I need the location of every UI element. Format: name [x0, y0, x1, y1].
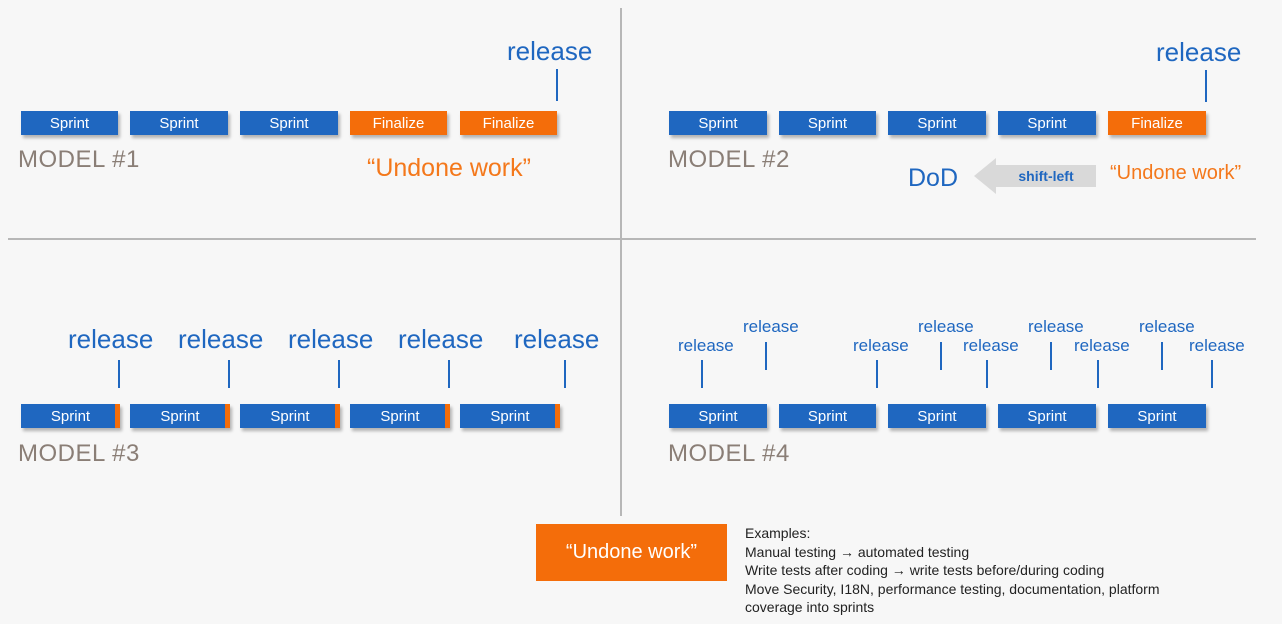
sprint-box: Sprint — [21, 404, 120, 428]
finalize-box: Finalize — [350, 111, 447, 135]
horizontal-divider — [8, 238, 1256, 240]
sprint-box: Sprint — [350, 404, 450, 428]
finalize-box: Finalize — [460, 111, 557, 135]
release-label: release — [743, 317, 799, 336]
sprint-box: Sprint — [888, 404, 986, 428]
release-label: release — [178, 324, 264, 354]
sprint-box: Sprint — [779, 111, 876, 135]
release-label: release — [68, 324, 154, 354]
sprint-box: Sprint — [130, 111, 228, 135]
sprint-box: Sprint — [130, 404, 230, 428]
release-tick — [338, 360, 340, 388]
shift-left-label: shift-left — [1018, 168, 1074, 184]
release-tick — [1097, 360, 1099, 388]
release-tick — [118, 360, 120, 388]
release-tick — [556, 69, 558, 101]
examples-heading: Examples: — [745, 525, 811, 541]
model-4-title: MODEL #4 — [668, 440, 790, 467]
model-2-title: MODEL #2 — [668, 146, 790, 173]
vertical-divider — [620, 8, 622, 516]
release-tick — [986, 360, 988, 388]
finalize-box: Finalize — [1108, 111, 1206, 135]
release-label: release — [853, 336, 909, 355]
model-3-title: MODEL #3 — [18, 440, 140, 467]
undone-work-box: “Undone work” — [536, 524, 727, 581]
shift-left-arrow: shift-left — [974, 158, 1096, 194]
release-label: release — [507, 36, 593, 66]
release-tick — [701, 360, 703, 388]
sprint-box: Sprint — [669, 404, 767, 428]
dod-label: DoD — [908, 164, 959, 192]
sprint-box: Sprint — [888, 111, 986, 135]
example-line: Write tests after coding → write tests b… — [745, 562, 1105, 578]
sprint-box: Sprint — [240, 404, 340, 428]
release-tick — [1205, 70, 1207, 102]
release-tick — [1211, 360, 1213, 388]
release-label: release — [1028, 317, 1084, 336]
release-label: release — [963, 336, 1019, 355]
release-tick — [1161, 342, 1163, 370]
release-label: release — [288, 324, 374, 354]
release-label: release — [398, 324, 484, 354]
example-line: coverage into sprints — [745, 599, 875, 615]
sprint-box: Sprint — [779, 404, 876, 428]
release-label: release — [1189, 336, 1245, 355]
example-line: Manual testing → automated testing — [745, 543, 970, 560]
release-tick — [940, 342, 942, 370]
release-tick — [765, 342, 767, 370]
release-tick — [228, 360, 230, 388]
undone-work-label: “Undone work” — [1110, 162, 1242, 184]
examples-list: Examples: Manual testing → automated tes… — [745, 524, 1160, 617]
release-label: release — [514, 324, 600, 354]
sprint-box: Sprint — [240, 111, 338, 135]
model-1-title: MODEL #1 — [18, 146, 140, 173]
undone-work-label: “Undone work” — [367, 154, 531, 182]
release-tick — [876, 360, 878, 388]
release-tick — [448, 360, 450, 388]
sprint-box: Sprint — [1108, 404, 1206, 428]
sprint-box: Sprint — [669, 111, 767, 135]
release-label: release — [1156, 37, 1242, 67]
release-label: release — [1074, 336, 1130, 355]
release-tick — [1050, 342, 1052, 370]
example-line: Move Security, I18N, performance testing… — [745, 580, 1160, 597]
release-label: release — [918, 317, 974, 336]
sprint-box: Sprint — [21, 111, 118, 135]
sprint-box: Sprint — [998, 111, 1096, 135]
release-label: release — [678, 336, 734, 355]
release-label: release — [1139, 317, 1195, 336]
sprint-box: Sprint — [460, 404, 560, 428]
sprint-box: Sprint — [998, 404, 1096, 428]
release-tick — [564, 360, 566, 388]
